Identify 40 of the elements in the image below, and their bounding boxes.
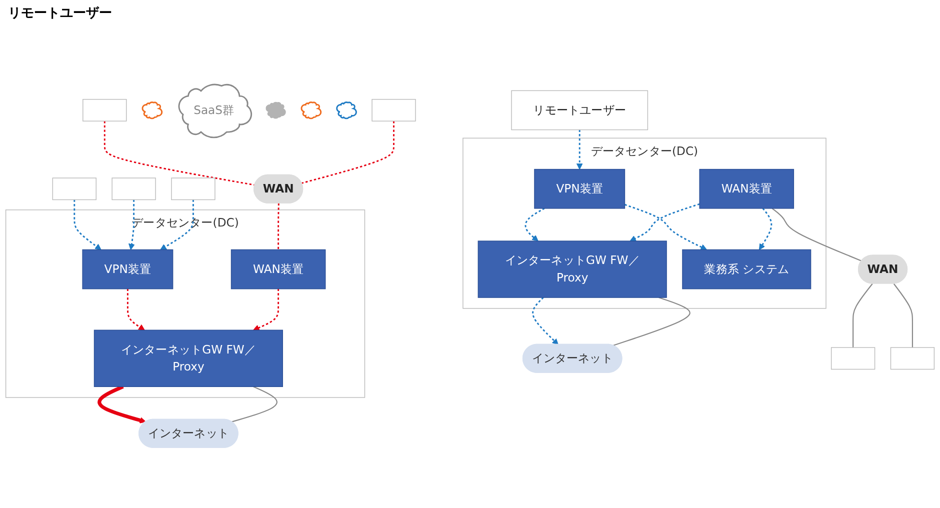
connector — [893, 283, 914, 348]
arrow — [160, 200, 194, 250]
arrow — [128, 200, 135, 250]
connector — [612, 297, 690, 346]
node-box: インターネットGW FW／Proxy — [94, 330, 283, 387]
connector — [772, 208, 862, 262]
node-cloud — [336, 102, 357, 120]
node-box: VPN装置 — [82, 249, 174, 290]
node-box — [52, 178, 96, 200]
node-box: WAN装置 — [699, 168, 794, 209]
arrow — [758, 208, 772, 250]
node-box — [372, 98, 416, 122]
node-box: リモートユーザー — [511, 90, 648, 130]
node-box — [830, 347, 876, 370]
arrow — [576, 130, 583, 170]
node-cloud — [142, 102, 163, 120]
connector — [278, 203, 280, 250]
node-box — [171, 178, 216, 200]
heading-text: リモートユーザー — [8, 6, 112, 21]
node-box — [112, 178, 156, 200]
node-box: インターネットGW FW／Proxy — [478, 240, 667, 298]
node-cloud — [266, 102, 286, 119]
arrow — [74, 200, 102, 250]
connector — [302, 121, 394, 184]
node-box: WAN装置 — [230, 249, 326, 290]
arrow — [524, 208, 545, 242]
arrow — [532, 297, 558, 345]
arrow — [126, 288, 145, 330]
node-box — [82, 98, 127, 122]
arrow — [253, 288, 280, 331]
connector — [232, 386, 278, 422]
arrow — [630, 203, 700, 242]
arrow — [98, 384, 146, 424]
arrow — [624, 204, 707, 250]
node-box: VPN装置 — [534, 168, 626, 209]
node-box — [890, 347, 935, 370]
connector — [104, 121, 255, 186]
node-box: 業務系 システム — [682, 249, 812, 290]
node-cloud — [300, 102, 322, 120]
connector — [852, 283, 873, 348]
